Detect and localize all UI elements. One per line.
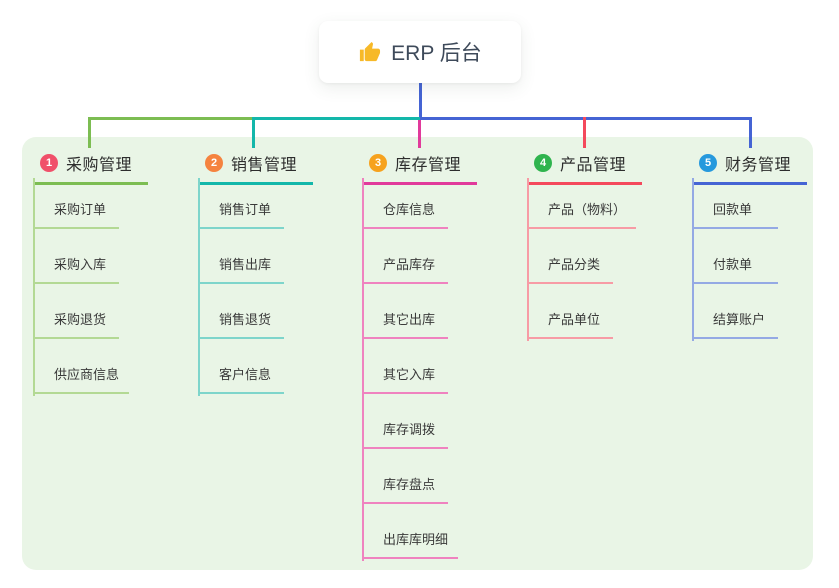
branch-drop-line-1 [88,117,91,148]
branch-number-badge: 3 [369,154,387,172]
item-node[interactable]: 回款单 [692,174,778,229]
branch-spine-line [527,178,529,341]
item-node[interactable]: 销售订单 [198,174,284,229]
item-label: 采购订单 [54,202,107,217]
item-node[interactable]: 采购退货 [33,284,119,339]
branch-spine-line [692,178,694,341]
item-label: 销售出库 [219,257,272,272]
connector-segment-green [88,117,254,120]
item-label: 结算账户 [713,312,766,327]
item-node[interactable]: 其它出库 [362,284,448,339]
branch-item-list: 产品（物料） 产品分类 产品单位 [527,174,637,339]
item-node[interactable]: 采购入库 [33,229,119,284]
item-label: 产品库存 [383,257,436,272]
item-node[interactable]: 出库库明细 [362,504,459,559]
branch-item-list: 仓库信息 产品库存 其它出库 其它入库 库存调拨 库存盘点 出库库明细 [362,174,459,559]
item-label: 销售退货 [219,312,272,327]
branch-number-badge: 2 [205,154,223,172]
item-label: 出库库明细 [383,532,449,547]
branch-number-badge: 5 [699,154,717,172]
branch-node-sales[interactable]: 2 销售管理 [198,151,313,185]
connector-segment-teal [253,117,420,120]
item-node[interactable]: 库存调拨 [362,394,448,449]
branch-item-list: 销售订单 销售出库 销售退货 客户信息 [198,174,284,394]
item-label: 库存盘点 [383,477,436,492]
item-label: 采购退货 [54,312,107,327]
item-node[interactable]: 付款单 [692,229,778,284]
item-label: 产品单位 [548,312,601,327]
item-label: 销售订单 [219,202,272,217]
branch-label: 财务管理 [725,157,792,174]
item-label: 仓库信息 [383,202,436,217]
branch-label: 采购管理 [66,157,133,174]
branch-item-list: 回款单 付款单 结算账户 [692,174,778,339]
branch-spine-line [362,178,364,561]
root-node[interactable]: ERP 后台 [319,21,521,83]
branch-drop-line-3 [418,120,421,148]
branch-node-inventory[interactable]: 3 库存管理 [362,151,477,185]
branch-label: 销售管理 [231,157,298,174]
item-label: 产品（物料） [548,202,627,217]
item-label: 供应商信息 [54,367,120,382]
branch-node-finance[interactable]: 5 财务管理 [692,151,807,185]
item-node[interactable]: 客户信息 [198,339,284,394]
item-node[interactable]: 其它入库 [362,339,448,394]
item-node[interactable]: 销售退货 [198,284,284,339]
branches-background-panel [22,137,813,570]
branch-spine-line [198,178,200,396]
item-node[interactable]: 产品单位 [527,284,613,339]
branch-spine-line [33,178,35,396]
item-node[interactable]: 采购订单 [33,174,119,229]
branch-node-product[interactable]: 4 产品管理 [527,151,642,185]
root-stem-line [419,82,422,118]
item-label: 付款单 [713,257,753,272]
item-node[interactable]: 库存盘点 [362,449,448,504]
branch-number-badge: 1 [40,154,58,172]
branch-label: 产品管理 [560,157,627,174]
item-node[interactable]: 产品分类 [527,229,613,284]
item-node[interactable]: 结算账户 [692,284,778,339]
thumbs-up-icon [360,41,381,61]
branch-node-purchase[interactable]: 1 采购管理 [33,151,148,185]
root-label: ERP 后台 [391,42,482,65]
branch-drop-line-4 [583,117,586,148]
branch-item-list: 采购订单 采购入库 采购退货 供应商信息 [33,174,130,394]
item-label: 采购入库 [54,257,107,272]
branch-drop-line-5 [749,117,752,148]
item-label: 产品分类 [548,257,601,272]
item-label: 回款单 [713,202,753,217]
branch-label: 库存管理 [395,157,462,174]
item-node[interactable]: 仓库信息 [362,174,448,229]
connector-segment-blue [420,117,752,120]
item-label: 库存调拨 [383,422,436,437]
item-node[interactable]: 供应商信息 [33,339,130,394]
item-node[interactable]: 产品库存 [362,229,448,284]
item-label: 其它出库 [383,312,436,327]
item-label: 客户信息 [219,367,272,382]
branch-number-badge: 4 [534,154,552,172]
item-node[interactable]: 产品（物料） [527,174,637,229]
branch-drop-line-2 [252,117,255,148]
item-node[interactable]: 销售出库 [198,229,284,284]
item-label: 其它入库 [383,367,436,382]
